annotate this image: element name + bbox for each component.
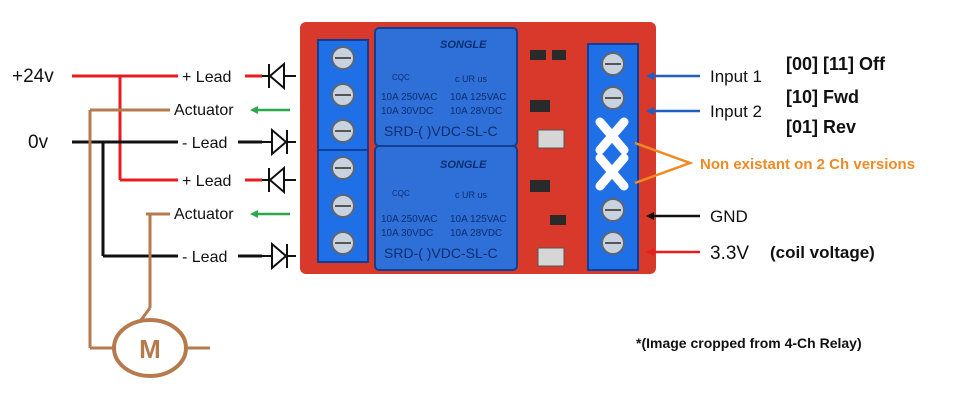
plus-lead-2-label: + Lead [182, 173, 231, 190]
relay-1-model: SRD-( )VDC-SL-C [384, 123, 498, 139]
input-1-label: Input 1 [710, 67, 762, 86]
actuator-wiring [88, 108, 210, 350]
relay-1-cert-right: c UR us [455, 74, 488, 84]
unused-pin-cross-marks [595, 117, 629, 191]
relay-1-spec-1l: 10A 250VAC [381, 92, 438, 103]
relay-2-cert-left: CQC [392, 189, 410, 198]
minus-lead-2-label: - Lead [182, 249, 227, 266]
ground-wiring [72, 140, 262, 258]
truth-rev: [01] Rev [786, 117, 856, 137]
relay-2: SONGLE CQC c UR us 10A 250VAC 10A 125VAC… [374, 145, 518, 271]
right-terminal-block [587, 43, 639, 271]
relay-1-spec-1r: 10A 125VAC [450, 92, 507, 103]
relay-1-cert-left: CQC [392, 73, 410, 82]
pcb-components [530, 50, 566, 267]
plus-lead-1-label: + Lead [182, 69, 231, 86]
relay-2-spec-2r: 10A 28VDC [450, 228, 502, 239]
left-terminal-block-bottom [317, 149, 369, 263]
relay-module: SONGLE CQC c UR us 10A 250VAC 10A 125VAC… [300, 22, 656, 274]
supply-24v-label: +24v [12, 66, 54, 87]
positive-wiring [72, 74, 262, 182]
relay-2-spec-1l: 10A 250VAC [381, 214, 438, 225]
relay-1-brand: SONGLE [440, 39, 487, 51]
truth-off: [00] [11] Off [786, 54, 886, 74]
non-existent-pointer [634, 141, 694, 185]
input-2-label: Input 2 [710, 102, 762, 121]
crop-note: *(Image cropped from 4-Ch Relay) [636, 335, 862, 351]
relay-1-spec-2r: 10A 28VDC [450, 106, 502, 117]
coil-voltage-note: (coil voltage) [770, 243, 875, 262]
relay-1-spec-2l: 10A 30VDC [381, 106, 433, 117]
relay-2-model: SRD-( )VDC-SL-C [384, 245, 498, 261]
motor-label: M [139, 334, 161, 364]
relay-2-brand: SONGLE [440, 159, 487, 171]
actuator-1-label: Actuator [174, 102, 234, 119]
truth-fwd: [10] Fwd [786, 87, 859, 107]
minus-lead-1-label: - Lead [182, 135, 227, 152]
ground-0v-label: 0v [28, 132, 49, 153]
non-existent-note: Non existant on 2 Ch versions [700, 156, 915, 173]
input-arrows [646, 72, 700, 115]
diode-icon [262, 165, 296, 195]
diode-icon [262, 241, 296, 271]
motor: M [112, 318, 188, 378]
actuator-2-label: Actuator [174, 206, 234, 223]
diode-icon [262, 127, 296, 157]
relay-2-spec-2l: 10A 30VDC [381, 228, 433, 239]
coil-voltage-arrow [646, 248, 700, 256]
relay-2-spec-1r: 10A 125VAC [450, 214, 507, 225]
actuator-arrows [250, 106, 290, 218]
gnd-label: GND [710, 207, 748, 226]
diode-icon [262, 61, 296, 91]
relay-2-cert-right: c UR us [455, 190, 488, 200]
relay-1: SONGLE CQC c UR us 10A 250VAC 10A 125VAC… [374, 27, 518, 147]
diode-icons [262, 61, 296, 271]
coil-voltage-label: 3.3V [710, 243, 749, 264]
gnd-arrow [646, 212, 700, 220]
left-terminal-block-top [317, 39, 369, 153]
